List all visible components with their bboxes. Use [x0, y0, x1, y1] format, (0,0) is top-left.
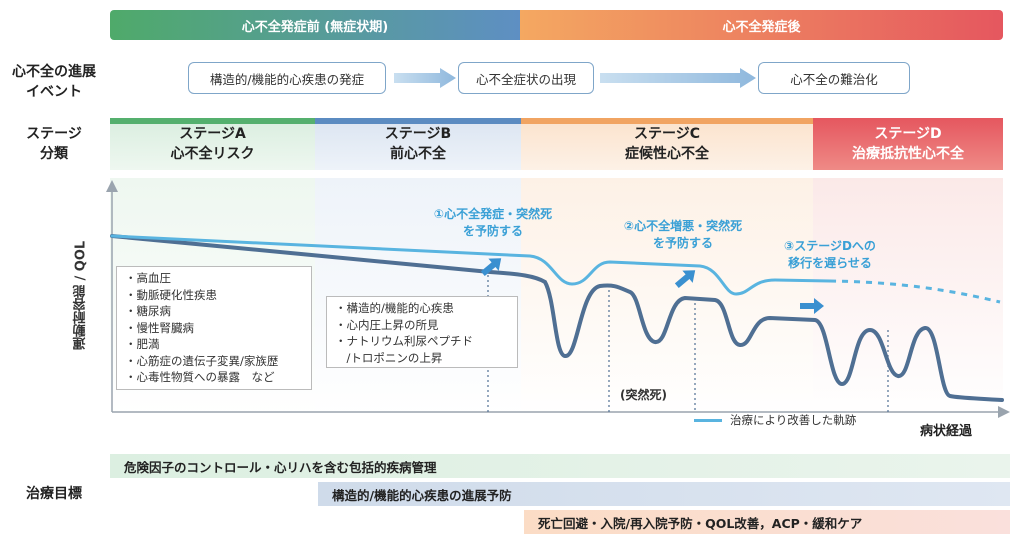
stage-a-desc: 心不全リスク	[170, 146, 255, 162]
risk-a-item: ・心筋症の遺伝子変異/家族歴	[125, 353, 279, 368]
risk-box-stage-b: ・構造的/機能的心疾患 ・心内圧上昇の所見 ・ナトリウム利尿ペプチド /トロポニ…	[326, 296, 518, 368]
risk-b-item: /トロポニンの上昇	[335, 350, 443, 365]
stage-b-desc: 前心不全	[390, 146, 446, 162]
event-symptom-onset: 心不全症状の出現	[458, 62, 594, 94]
goal-prevent-progression: 構造的/機能的心疾患の進展予防	[318, 482, 1010, 506]
risk-a-item: ・慢性腎臓病	[125, 320, 194, 335]
risk-a-item: ・動脈硬化性疾患	[125, 287, 217, 302]
stage-b-name: ステージB	[384, 126, 452, 142]
risk-a-item: ・高血圧	[125, 271, 171, 285]
events-label-line-1: 心不全の進展	[12, 64, 96, 80]
natural-course-line	[110, 234, 1004, 402]
risk-a-item: ・肥満	[125, 337, 160, 351]
phase-before-onset: 心不全発症前 (無症状期)	[110, 10, 520, 40]
stage-label-line-2: 分類	[40, 146, 68, 162]
event-arrow-2	[600, 68, 756, 88]
stage-d-header: ステージD 治療抵抗性心不全	[813, 118, 1003, 170]
annotation-3-line-1: ③ステージDへの	[784, 239, 876, 253]
risk-b-item: ・ナトリウム利尿ペプチド	[335, 334, 473, 348]
stage-d-desc: 治療抵抗性心不全	[852, 146, 964, 162]
annotation-3-line-2: 移行を遅らせる	[788, 256, 872, 270]
risk-a-item: ・糖尿病	[125, 304, 171, 318]
annotation-delay-stage-d: ③ステージDへの 移行を遅らせる	[770, 238, 890, 272]
stage-a-name: ステージA	[179, 126, 246, 142]
stage-row-label: ステージ 分類	[0, 124, 108, 164]
risk-a-item: ・心毒性物質への暴露 など	[125, 370, 275, 384]
legend-line-swatch	[694, 418, 722, 422]
stage-a-header: ステージA 心不全リスク	[110, 118, 315, 170]
phase-after-onset: 心不全発症後	[520, 10, 1003, 40]
goals-row-label: 治療目標	[26, 486, 82, 502]
events-row-label: 心不全の進展 イベント	[0, 62, 108, 102]
x-axis-label: 病状経過	[920, 424, 973, 439]
stage-c-header: ステージC 症候性心不全	[521, 118, 813, 170]
annotation-2-line-2: を予防する	[652, 236, 713, 250]
goal-mortality-qol: 死亡回避・入院/再入院予防・QOL改善，ACP・緩和ケア	[524, 510, 1010, 534]
stage-label-line-1: ステージ	[26, 126, 82, 142]
annotation-1-line-2: を予防する	[462, 224, 523, 238]
improvement-arrow-3	[800, 298, 824, 314]
risk-b-item: ・構造的/機能的心疾患	[335, 301, 454, 315]
stage-c-name: ステージC	[634, 126, 700, 142]
annotation-prevent-onset: ①心不全発症・突然死 を予防する	[418, 206, 568, 240]
event-arrow-1	[394, 68, 456, 88]
sudden-death-label: (突然死)	[620, 388, 667, 402]
improved-course-line	[110, 234, 832, 296]
event-structural-disease: 構造的/機能的心疾患の発症	[188, 62, 386, 94]
events-label-line-2: イベント	[26, 84, 82, 100]
event-refractory: 心不全の難治化	[758, 62, 910, 94]
annotation-prevent-worsening: ②心不全増悪・突然死 を予防する	[608, 218, 758, 252]
stage-c-desc: 症候性心不全	[625, 146, 709, 162]
annotation-1-line-1: ①心不全発症・突然死	[433, 207, 553, 221]
improvement-arrow-1	[480, 258, 502, 277]
legend-text: 治療により改善した軌跡	[730, 413, 857, 427]
annotation-2-line-1: ②心不全増悪・突然死	[623, 219, 743, 233]
chart-band-c	[521, 178, 813, 416]
risk-box-stage-a: ・高血圧 ・動脈硬化性疾患 ・糖尿病 ・慢性腎臓病 ・肥満 ・心筋症の遺伝子変異…	[116, 266, 312, 390]
stage-b-header: ステージB 前心不全	[315, 118, 521, 170]
improved-course-dashed	[829, 279, 1001, 304]
chart-legend: 治療により改善した軌跡	[694, 412, 856, 428]
improvement-arrow-2	[674, 270, 696, 289]
goal-comprehensive-management: 危険因子のコントロール・心リハを含む包括的疾病管理	[110, 454, 1010, 478]
stage-d-name: ステージD	[874, 126, 942, 142]
chart-band-d	[813, 178, 1003, 416]
risk-b-item: ・心内圧上昇の所見	[335, 317, 439, 332]
